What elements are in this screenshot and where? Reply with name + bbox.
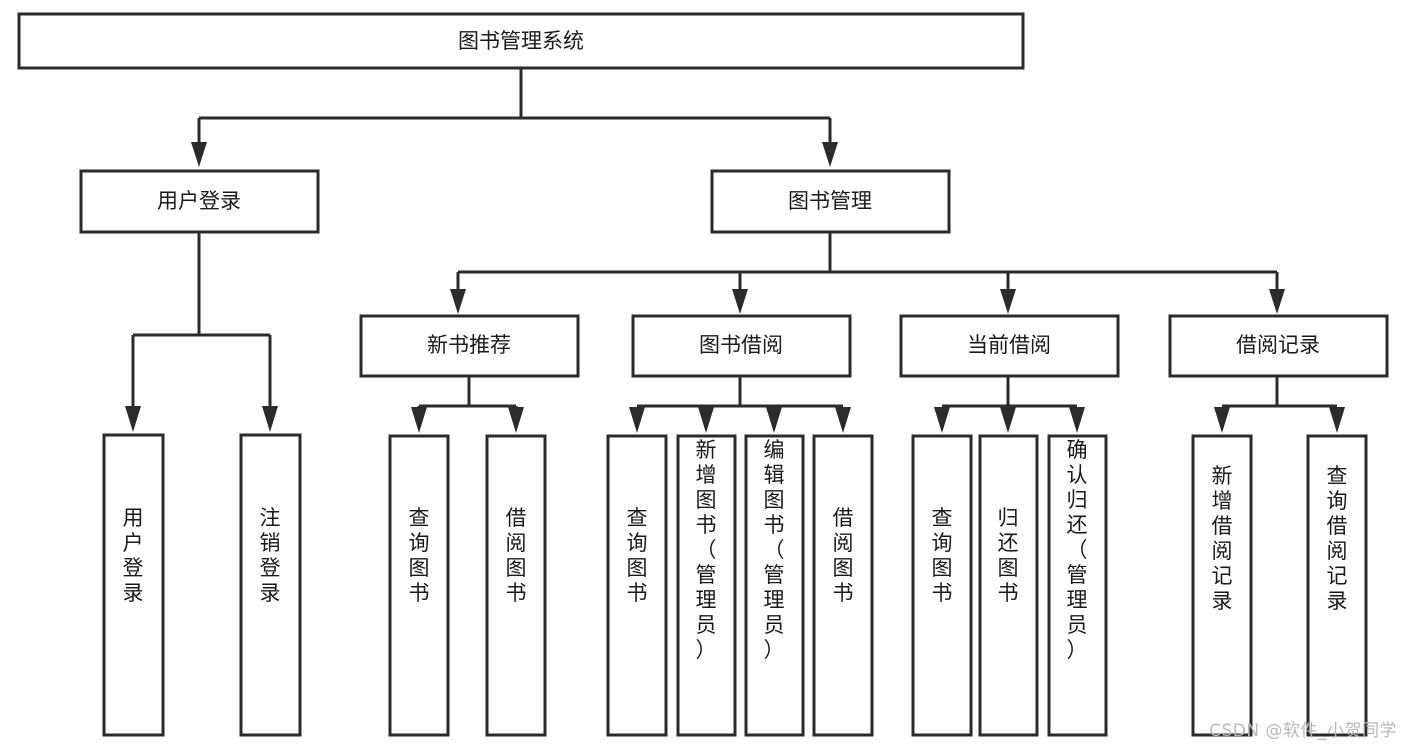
connector-group-current-borrow [934, 376, 1085, 433]
arrow-head-leaf-query-book-3 [934, 407, 950, 433]
connector-group-user-login [125, 232, 278, 432]
node-leaf-borrow-book-1-label: 借阅图书 [506, 506, 527, 605]
node-leaf-confirm-return-box[interactable] [1047, 434, 1108, 737]
node-book-manage-box[interactable] [710, 169, 951, 234]
node-borrow-record[interactable]: 借阅记录 [1168, 314, 1389, 378]
node-book-borrow[interactable]: 图书借阅 [631, 314, 852, 378]
node-borrow-record-box[interactable] [1168, 314, 1389, 378]
arrow-head-leaf-return-book [1000, 407, 1016, 433]
node-leaf-query-book-1[interactable]: 查询图书 [388, 434, 450, 737]
arrow-head-borrow-record [1269, 289, 1285, 314]
node-leaf-edit-book-label: 编辑图书（管理员） [764, 438, 785, 662]
arrow-head-new-book-recommend [450, 289, 466, 314]
node-leaf-add-book-box[interactable] [676, 434, 737, 737]
connector-group-borrow-record [1214, 376, 1345, 433]
node-leaf-borrow-book-2-label: 借阅图书 [833, 506, 854, 605]
node-leaf-return-book[interactable]: 归还图书 [978, 434, 1039, 737]
node-current-borrow-label: 当前借阅 [967, 333, 1051, 357]
arrow-head-leaf-query-book-1 [411, 407, 427, 433]
node-current-borrow-box[interactable] [899, 314, 1120, 378]
node-current-borrow[interactable]: 当前借阅 [899, 314, 1120, 378]
node-leaf-edit-book[interactable]: 编辑图书（管理员） [744, 434, 805, 737]
node-leaf-confirm-return[interactable]: 确认归还（管理员） [1047, 434, 1108, 737]
node-user-login-label: 用户登录 [157, 189, 241, 213]
node-leaf-query-record[interactable]: 查询借阅记录 [1306, 434, 1368, 737]
arrow-head-leaf-logout [262, 406, 278, 432]
node-leaf-borrow-book-2[interactable]: 借阅图书 [812, 434, 874, 737]
connector-group-root [191, 69, 838, 167]
node-book-borrow-box[interactable] [631, 314, 852, 378]
node-leaf-add-book-label: 新增图书（管理员） [696, 438, 717, 662]
node-leaf-query-book-1-label: 查询图书 [409, 506, 430, 605]
node-leaf-add-record-label: 新增借阅记录 [1212, 464, 1233, 613]
arrow-head-leaf-query-record [1329, 407, 1345, 433]
node-leaf-borrow-book-2-box[interactable] [812, 434, 874, 737]
node-leaf-query-book-2-label: 查询图书 [627, 506, 648, 605]
node-new-book-recommend-box[interactable] [359, 314, 580, 378]
node-leaf-borrow-book-1-box[interactable] [485, 434, 547, 737]
arrow-head-leaf-user-login [125, 406, 141, 432]
node-leaf-query-book-1-box[interactable] [388, 434, 450, 737]
node-leaf-query-book-3-box[interactable] [911, 434, 973, 737]
node-leaf-query-book-3-label: 查询图书 [932, 506, 953, 605]
node-borrow-record-label: 借阅记录 [1236, 333, 1320, 357]
node-root[interactable]: 图书管理系统 [17, 12, 1025, 70]
arrow-head-leaf-edit-book [766, 407, 782, 433]
arrow-head-book-manage [822, 142, 838, 167]
arrow-head-leaf-query-book-2 [629, 407, 645, 433]
arrow-head-leaf-add-record [1214, 407, 1230, 433]
node-leaf-query-record-box[interactable] [1306, 434, 1368, 737]
node-leaf-query-book-3[interactable]: 查询图书 [911, 434, 973, 737]
node-leaf-add-record[interactable]: 新增借阅记录 [1191, 434, 1253, 737]
node-leaf-user-login[interactable]: 用户登录 [102, 433, 165, 737]
node-user-login[interactable]: 用户登录 [79, 169, 320, 234]
node-leaf-logout[interactable]: 注销登录 [239, 433, 302, 737]
arrow-head-book-borrow [732, 289, 748, 314]
arrow-head-user-login [191, 142, 207, 167]
node-leaf-add-book[interactable]: 新增图书（管理员） [676, 434, 737, 737]
arrow-head-leaf-borrow-book-1 [508, 407, 524, 433]
node-leaf-logout-box[interactable] [239, 433, 302, 737]
node-book-manage[interactable]: 图书管理 [710, 169, 951, 234]
arrow-head-leaf-confirm-return [1069, 407, 1085, 433]
node-root-box[interactable] [17, 12, 1025, 70]
node-book-borrow-label: 图书借阅 [699, 333, 783, 357]
node-leaf-add-record-box[interactable] [1191, 434, 1253, 737]
connector-group-book-borrow [629, 376, 851, 433]
node-new-book-recommend[interactable]: 新书推荐 [359, 314, 580, 378]
node-leaf-user-login-box[interactable] [102, 433, 165, 737]
node-leaf-user-login-label: 用户登录 [123, 506, 144, 605]
node-leaf-confirm-return-label: 确认归还（管理员） [1067, 438, 1088, 662]
node-root-label: 图书管理系统 [458, 29, 584, 53]
node-leaf-return-book-box[interactable] [978, 434, 1039, 737]
node-new-book-recommend-label: 新书推荐 [427, 333, 511, 357]
node-leaf-query-record-label: 查询借阅记录 [1327, 464, 1348, 613]
connector-group-book-manage [450, 232, 1285, 314]
node-leaf-edit-book-box[interactable] [744, 434, 805, 737]
node-leaf-query-book-2[interactable]: 查询图书 [606, 434, 668, 737]
node-leaf-query-book-2-box[interactable] [606, 434, 668, 737]
connector-group-new-book-recommend [411, 376, 524, 433]
arrow-head-leaf-add-book [698, 407, 714, 433]
node-book-manage-label: 图书管理 [788, 189, 872, 213]
arrow-head-leaf-borrow-book-2 [835, 407, 851, 433]
node-user-login-box[interactable] [79, 169, 320, 234]
node-leaf-borrow-book-1[interactable]: 借阅图书 [485, 434, 547, 737]
node-leaf-return-book-label: 归还图书 [998, 506, 1019, 605]
node-leaf-logout-label: 注销登录 [260, 506, 281, 605]
arrow-head-current-borrow [1000, 289, 1016, 314]
